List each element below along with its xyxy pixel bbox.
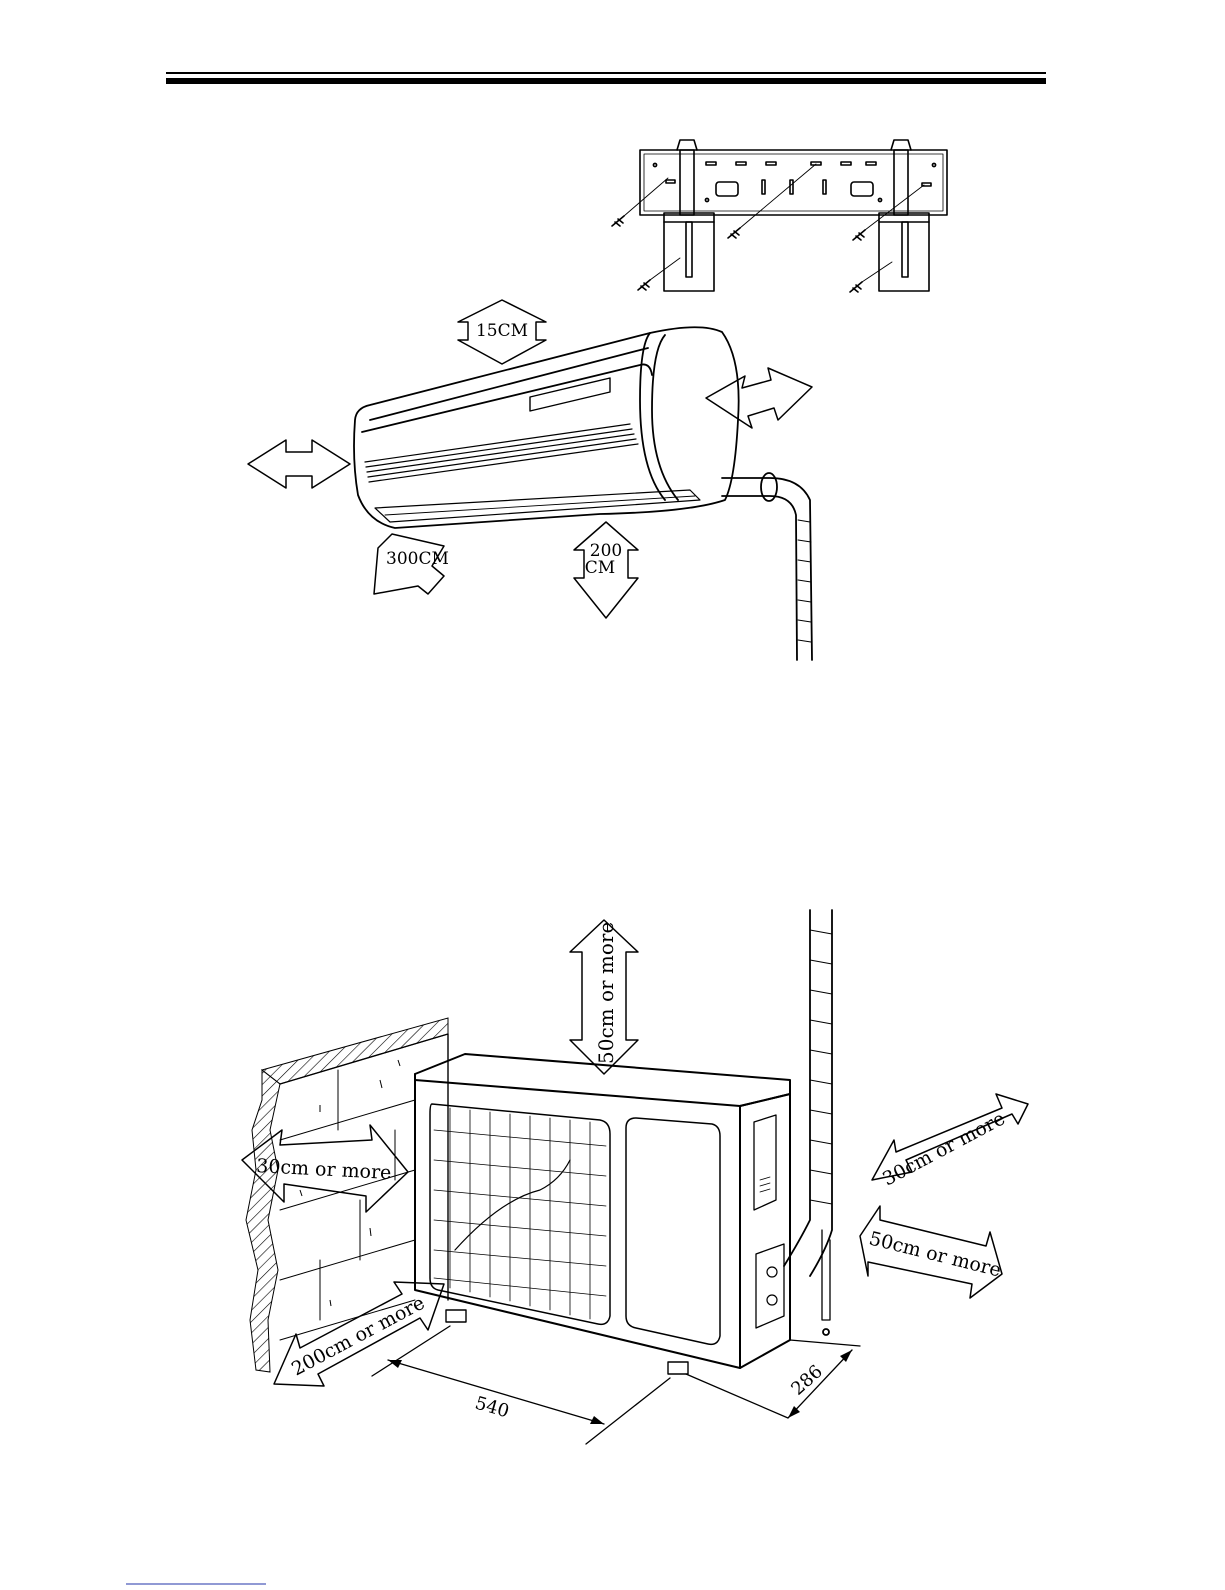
label-front-clearance: 300CM bbox=[386, 549, 449, 569]
arrow-right bbox=[706, 368, 812, 428]
label-outdoor-front: 200cm or more bbox=[288, 1292, 428, 1381]
arrow-floor: 200 CM bbox=[574, 522, 638, 618]
label-outdoor-top: 50cm or more bbox=[594, 922, 618, 1064]
label-floor-clearance-2: CM bbox=[585, 558, 615, 578]
dimension-depth: 286 bbox=[686, 1340, 860, 1418]
arrow-outdoor-right-side: 50cm or more bbox=[860, 1206, 1003, 1298]
arrow-outdoor-top: 50cm or more bbox=[570, 920, 638, 1074]
label-depth: 286 bbox=[787, 1361, 827, 1400]
dimension-width: 540 bbox=[372, 1326, 670, 1444]
arrow-front: 300CM bbox=[374, 534, 449, 594]
indoor-pipe bbox=[722, 473, 812, 660]
header-rule bbox=[166, 73, 1046, 84]
mounting-plate bbox=[612, 140, 947, 292]
arrow-left bbox=[248, 440, 350, 488]
label-outdoor-right-back: 30cm or more bbox=[879, 1108, 1009, 1191]
arrow-outdoor-right-back: 30cm or more bbox=[872, 1094, 1028, 1190]
arrow-top: 15CM bbox=[458, 300, 546, 364]
indoor-unit bbox=[354, 327, 739, 528]
label-outdoor-right-side: 50cm or more bbox=[867, 1228, 1004, 1282]
outdoor-pipe bbox=[784, 910, 832, 1335]
outdoor-unit bbox=[415, 1054, 790, 1374]
label-top-clearance: 15CM bbox=[476, 321, 528, 341]
label-width: 540 bbox=[473, 1393, 512, 1423]
